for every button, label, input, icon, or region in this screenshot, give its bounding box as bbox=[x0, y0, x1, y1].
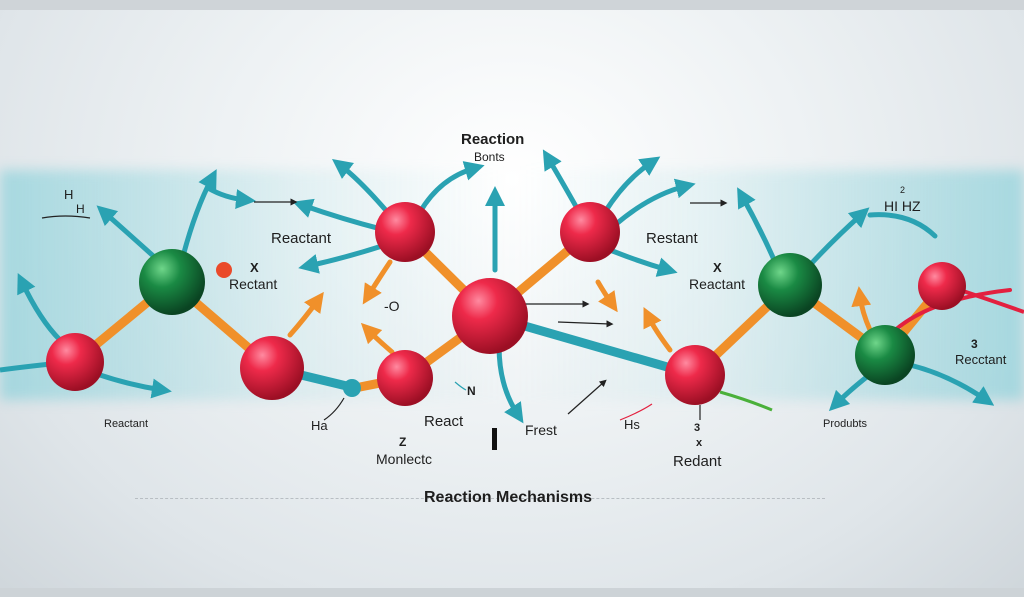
arrow bbox=[97, 372, 172, 399]
arrow bbox=[179, 169, 217, 263]
teal-arrows bbox=[17, 149, 995, 424]
arrow bbox=[807, 207, 870, 268]
hh2-mark: 2 bbox=[900, 185, 906, 195]
arrow bbox=[619, 403, 653, 421]
teal-joint bbox=[343, 379, 361, 397]
bottom-band bbox=[0, 588, 1024, 597]
red-atom bbox=[918, 262, 966, 310]
page-title: Reaction Mechanisms bbox=[424, 489, 593, 506]
arrow bbox=[454, 381, 467, 391]
z-label: Z bbox=[399, 435, 407, 449]
arrow bbox=[323, 397, 345, 421]
arrow bbox=[907, 362, 995, 406]
frest-label: Frest bbox=[525, 422, 557, 438]
arrow bbox=[719, 390, 773, 412]
arrow bbox=[417, 161, 485, 215]
minus-o-label: -O bbox=[384, 298, 400, 314]
hh2-label: HI HZ bbox=[884, 198, 921, 214]
reactant-left-label: Reactant bbox=[271, 230, 332, 247]
red-atom bbox=[375, 202, 435, 262]
hs-label: Hs bbox=[624, 417, 640, 432]
red-atom bbox=[665, 345, 725, 405]
red-atom bbox=[46, 333, 104, 391]
reactant-right-label: Reactant bbox=[689, 276, 746, 292]
arrow bbox=[332, 158, 393, 218]
small-red-dot bbox=[216, 262, 232, 278]
green-atom bbox=[758, 253, 822, 317]
x-right-label: X bbox=[713, 260, 722, 275]
arrow bbox=[298, 242, 388, 274]
bonds-label: Bonts bbox=[474, 150, 505, 164]
three-right-label: 3 bbox=[971, 337, 978, 351]
arrow bbox=[643, 307, 673, 353]
recctant-label: Recctant bbox=[955, 352, 1007, 367]
arrow bbox=[607, 247, 678, 277]
x-left-label: X bbox=[250, 260, 259, 275]
green-atom bbox=[139, 249, 205, 315]
three-mid-label: 3 bbox=[694, 422, 701, 434]
monlectc-label: Monlectc bbox=[376, 451, 433, 467]
products-label: Produbts bbox=[823, 418, 868, 430]
rectant-left-label: Rectant bbox=[229, 276, 278, 292]
arrow bbox=[287, 291, 324, 338]
arrow bbox=[867, 212, 938, 239]
arrow bbox=[737, 187, 778, 265]
arrow bbox=[292, 198, 388, 233]
colored-marks bbox=[454, 381, 773, 421]
black-arrows bbox=[41, 198, 728, 421]
arrow bbox=[205, 185, 256, 210]
arrow bbox=[595, 279, 618, 313]
arrow bbox=[96, 205, 163, 265]
x-mid-label: x bbox=[696, 437, 703, 449]
arrow bbox=[602, 156, 661, 215]
redant-label: Redant bbox=[673, 453, 722, 470]
vertical-mark bbox=[492, 428, 497, 450]
reaction-label: Reaction bbox=[461, 131, 525, 148]
right-edge-line bbox=[959, 288, 1024, 314]
arrow bbox=[362, 259, 393, 305]
red-atom bbox=[560, 202, 620, 262]
n-label: N bbox=[467, 384, 476, 398]
h-top-label: H bbox=[64, 187, 74, 202]
arrow bbox=[567, 379, 607, 415]
red-atom bbox=[452, 278, 528, 354]
title-divider bbox=[135, 498, 825, 499]
atoms bbox=[46, 202, 966, 406]
top-band bbox=[0, 0, 1024, 10]
arrow bbox=[542, 149, 581, 213]
arrow bbox=[828, 373, 871, 412]
ha-label: Ha bbox=[311, 418, 328, 433]
react-label: React bbox=[424, 413, 464, 430]
green-atom bbox=[855, 325, 915, 385]
red-atom bbox=[377, 350, 433, 406]
arrow bbox=[41, 215, 91, 219]
restant-label: Restant bbox=[646, 230, 698, 247]
h-sub-label: H bbox=[76, 202, 85, 216]
arrow bbox=[360, 322, 395, 355]
arrow bbox=[557, 320, 614, 328]
arrow bbox=[851, 286, 873, 333]
reactant-bottom-left-label: Reactant bbox=[104, 418, 149, 430]
arrow bbox=[17, 272, 63, 343]
arrow bbox=[612, 178, 696, 228]
red-atom bbox=[240, 336, 304, 400]
orange-arrows bbox=[287, 259, 873, 355]
